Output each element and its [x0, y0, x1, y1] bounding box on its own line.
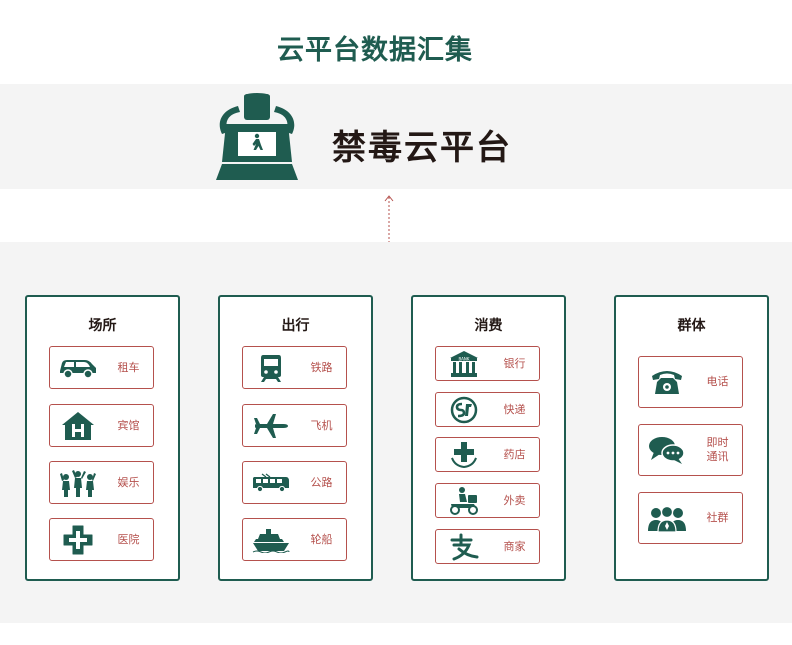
item-car-rental: 租车	[49, 346, 154, 389]
item-bank: BANK 银行	[435, 346, 540, 381]
pharmacy-icon	[444, 439, 484, 471]
item-hotel: 宾馆	[49, 404, 154, 447]
item-ship: 轮船	[242, 518, 347, 561]
train-icon	[251, 352, 291, 384]
telephone-icon	[647, 366, 687, 398]
delivery-scooter-icon	[444, 485, 484, 517]
bus-icon	[251, 467, 291, 499]
group-title: 群体	[677, 318, 706, 334]
security-scanner-icon	[216, 93, 298, 180]
item-railway: 铁路	[242, 346, 347, 389]
airplane-icon	[251, 410, 291, 442]
svg-text:BANK: BANK	[458, 356, 469, 361]
item-label: 铁路	[310, 360, 333, 374]
item-label: 商家	[503, 539, 526, 553]
item-merchant: 商家	[435, 529, 540, 564]
item-label: 公路	[310, 475, 333, 489]
item-label: 轮船	[310, 532, 333, 546]
group-title: 出行	[281, 318, 310, 334]
group-venues: 场所 租车 宾馆 娱乐 医院	[25, 295, 180, 581]
item-label: 娱乐	[117, 475, 140, 489]
item-instant-messaging: 即时 通讯	[638, 424, 743, 476]
item-hospital: 医院	[49, 518, 154, 561]
item-entertainment: 娱乐	[49, 461, 154, 504]
alipay-icon	[444, 531, 484, 563]
item-telephone: 电话	[638, 356, 743, 408]
group-consumption: 消费 BANK 银行 快递 药店 外卖 商家	[411, 295, 566, 581]
item-express: 快递	[435, 392, 540, 427]
page-title: 云平台数据汇集	[277, 35, 473, 66]
group-people-icon	[647, 502, 687, 534]
group-travel: 出行 铁路 飞机 公路 轮船	[218, 295, 373, 581]
item-label: 即时 通讯	[706, 436, 729, 463]
group-title: 场所	[88, 318, 117, 334]
hotel-icon	[58, 410, 98, 442]
item-label: 医院	[117, 532, 140, 546]
connector-arrow	[384, 195, 394, 242]
item-label: 社群	[706, 511, 729, 524]
group-community: 群体 电话 即时 通讯 社群	[614, 295, 769, 581]
platform-band	[0, 84, 792, 189]
item-label: 药店	[503, 447, 526, 461]
platform-name: 禁毒云平台	[332, 128, 512, 168]
item-social-group: 社群	[638, 492, 743, 544]
people-dancing-icon	[58, 467, 98, 499]
item-highway: 公路	[242, 461, 347, 504]
item-label: 飞机	[310, 418, 333, 432]
ship-icon	[251, 524, 291, 556]
item-label: 电话	[706, 375, 729, 388]
item-label: 租车	[117, 360, 140, 374]
item-airplane: 飞机	[242, 404, 347, 447]
item-label: 宾馆	[117, 418, 140, 432]
item-pharmacy: 药店	[435, 437, 540, 472]
item-label: 快递	[503, 402, 526, 416]
chat-bubbles-icon	[647, 434, 687, 466]
item-label: 外卖	[503, 493, 526, 507]
group-title: 消费	[474, 318, 503, 334]
hospital-cross-icon	[58, 524, 98, 556]
item-label: 银行	[503, 356, 526, 370]
express-logo-icon	[444, 394, 484, 426]
item-delivery: 外卖	[435, 483, 540, 518]
bank-icon: BANK	[444, 348, 484, 380]
car-icon	[58, 352, 98, 384]
